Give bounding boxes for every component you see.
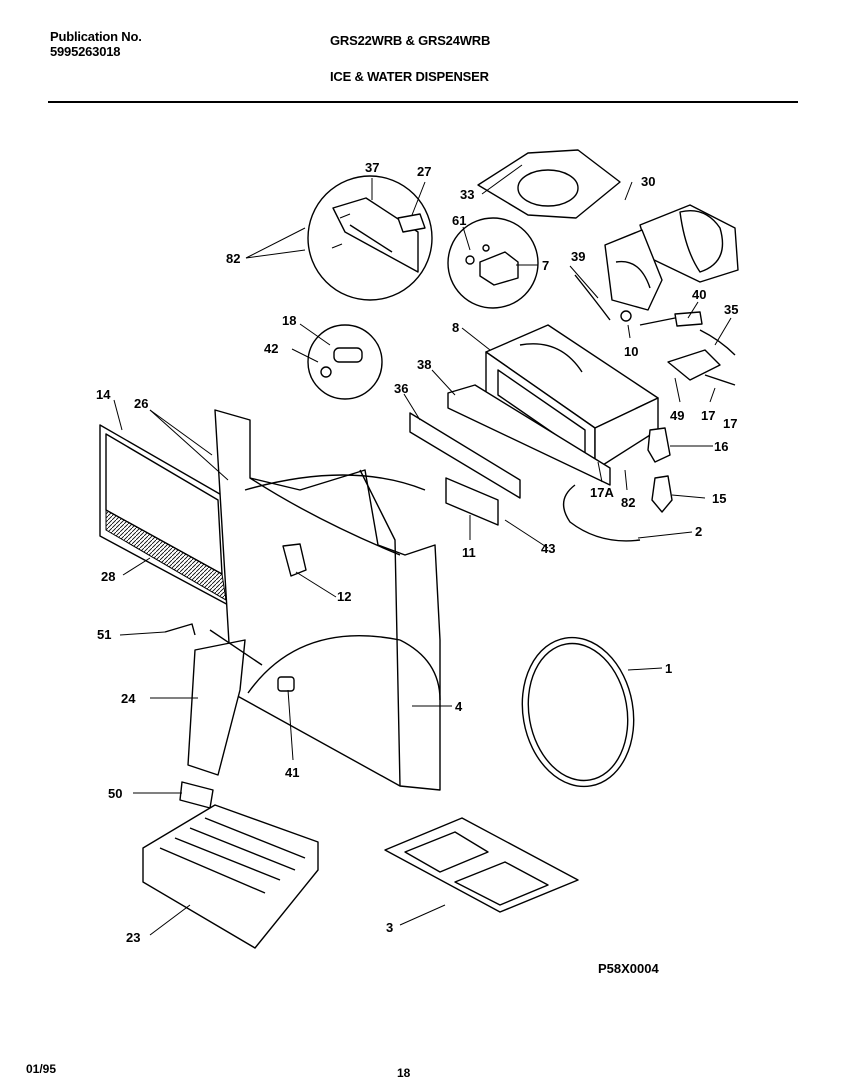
callout-51: 51	[97, 627, 111, 642]
part-23-drip-tray	[142, 804, 319, 949]
callout-82-top: 82	[226, 251, 240, 266]
callout-labels: 37 27 33 30 61 7 39 40 35 82 8 10 18 42 …	[96, 160, 738, 976]
callout-16: 16	[714, 439, 728, 454]
publication-label: Publication No.	[50, 29, 142, 44]
callout-17-a: 17	[701, 408, 715, 423]
callout-23: 23	[126, 930, 140, 945]
callout-26: 26	[134, 396, 148, 411]
callout-leaders	[113, 164, 732, 936]
publication-number: 5995263018	[50, 44, 121, 59]
callout-41: 41	[285, 765, 299, 780]
callout-12: 12	[337, 589, 351, 604]
part-50-pad	[179, 781, 214, 809]
callout-15: 15	[712, 491, 726, 506]
callout-40: 40	[692, 287, 706, 302]
callout-7: 7	[542, 258, 549, 273]
header-divider	[48, 101, 798, 103]
part-12-clip	[282, 543, 307, 577]
detail-circle-18-42	[307, 324, 383, 400]
part-36-bracket	[409, 412, 521, 499]
callout-42: 42	[264, 341, 278, 356]
part-41-spring	[277, 676, 295, 692]
part-14-28-front-panel	[99, 424, 233, 608]
part-15-bulb	[651, 475, 673, 513]
part-11-plate	[445, 477, 499, 526]
callout-4: 4	[455, 699, 463, 714]
part-1-tube-ring	[521, 636, 635, 788]
detail-circle-61-7	[447, 217, 539, 309]
part-24-actuator-arm	[187, 629, 263, 776]
section-title: ICE & WATER DISPENSER	[330, 69, 489, 84]
part-51-clip	[164, 623, 196, 636]
callout-61: 61	[452, 213, 466, 228]
callout-17-b: 17	[723, 416, 737, 431]
callout-39: 39	[571, 249, 585, 264]
detail-circle-37-27	[307, 175, 433, 301]
callout-37: 37	[365, 160, 379, 175]
callout-28: 28	[101, 569, 115, 584]
callout-8: 8	[452, 320, 459, 335]
part-4-dispenser-cavity	[214, 409, 441, 791]
callout-50: 50	[108, 786, 122, 801]
callout-18: 18	[282, 313, 296, 328]
callout-49: 49	[670, 408, 684, 423]
part-16-lamp-socket	[647, 427, 671, 463]
callout-11: 11	[462, 545, 476, 560]
footer-date: 01/95	[26, 1062, 57, 1076]
callout-43: 43	[541, 541, 555, 556]
drawing-code: P58X0004	[598, 961, 659, 976]
callout-2: 2	[695, 524, 702, 539]
callout-35: 35	[724, 302, 738, 317]
part-wiring-assembly	[574, 274, 736, 386]
part-3-heater-pad	[384, 817, 579, 913]
callout-17A: 17A	[590, 485, 614, 500]
callout-33: 33	[460, 187, 474, 202]
callout-27: 27	[417, 164, 431, 179]
callout-30: 30	[641, 174, 655, 189]
part-38-control-bracket	[447, 384, 611, 486]
callout-36: 36	[394, 381, 408, 396]
callout-82-bottom: 82	[621, 495, 635, 510]
part-33-cover-plate	[477, 149, 621, 219]
callout-1: 1	[665, 661, 672, 676]
part-30-chute-door	[604, 204, 739, 311]
callout-10: 10	[624, 344, 638, 359]
footer-page-number: 18	[397, 1066, 411, 1080]
callout-14: 14	[96, 387, 111, 402]
part-2-wire-harness	[562, 484, 641, 542]
callout-3: 3	[386, 920, 393, 935]
model-numbers: GRS22WRB & GRS24WRB	[330, 33, 491, 48]
callout-24: 24	[121, 691, 136, 706]
callout-38: 38	[417, 357, 431, 372]
part-8-dispenser-housing	[485, 324, 659, 471]
